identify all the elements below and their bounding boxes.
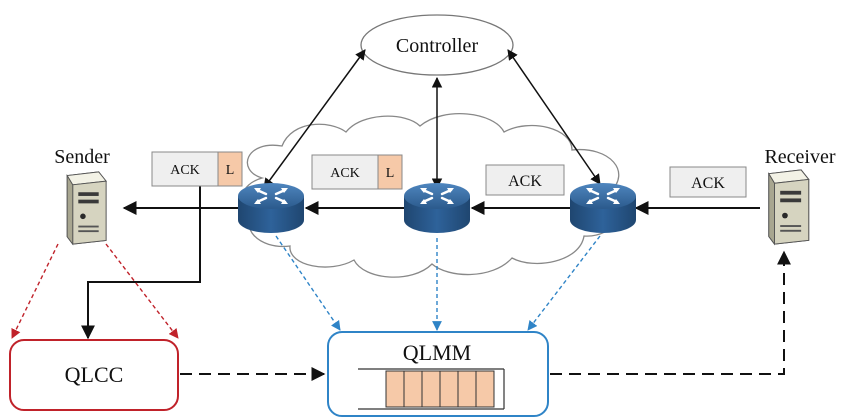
qlmm-to-receiver-link [550, 250, 791, 375]
sender-node: Sender [54, 146, 110, 245]
qlmm-module: QLMM [327, 331, 549, 417]
flag-label: L [226, 163, 235, 178]
router-to-qlmm-links [275, 235, 601, 331]
sender-to-qlcc-links [11, 243, 179, 339]
ack-label: ACK [330, 166, 360, 181]
queue-icon [358, 368, 505, 410]
qlcc-label: QLCC [65, 362, 124, 387]
receiver-node: Receiver [764, 146, 836, 245]
ack-flow-links [81, 186, 760, 340]
qlcc-module: QLCC [9, 339, 179, 411]
router-center [402, 181, 472, 235]
ack-label: ACK [508, 173, 542, 190]
ack-packet-4: ACK [669, 166, 747, 198]
sender-server-icon [66, 171, 107, 245]
sender-label: Sender [54, 146, 110, 168]
ack-label: ACK [170, 163, 200, 178]
ack-packet-l-2: ACK L [311, 154, 403, 190]
receiver-label: Receiver [764, 146, 835, 168]
ack-label: ACK [691, 175, 725, 192]
controller-label: Controller [396, 35, 479, 57]
controller-node: Controller [360, 14, 514, 76]
controller-links [263, 49, 601, 190]
ack-packet-l-1: ACK L [151, 151, 243, 187]
qlmm-label: QLMM [403, 340, 471, 365]
receiver-server-icon [768, 169, 810, 245]
ack-packet-3: ACK [485, 164, 565, 196]
router-right [568, 181, 638, 235]
flag-label: L [386, 166, 395, 181]
router-left [236, 181, 306, 235]
